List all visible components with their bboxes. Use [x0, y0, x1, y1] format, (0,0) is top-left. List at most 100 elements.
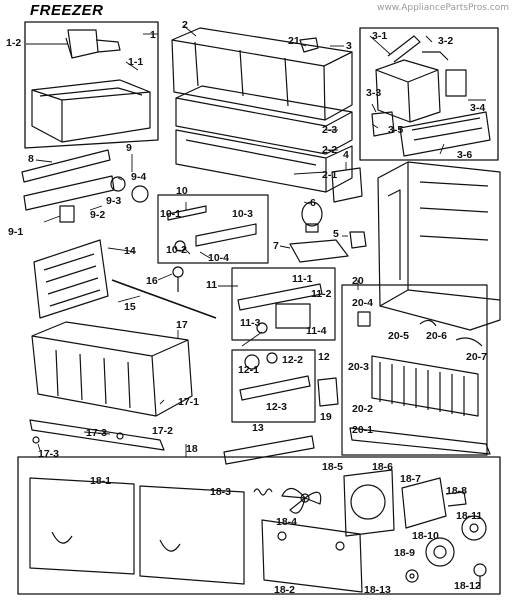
part-label[interactable]: 10	[176, 185, 188, 197]
part-label[interactable]: 9	[126, 142, 132, 154]
fan-motor-group-box	[17, 456, 501, 595]
freezer-bin-group-box	[24, 21, 159, 149]
guide-group-10-box	[157, 194, 269, 264]
part-label[interactable]: 12-1	[238, 364, 260, 376]
part-label[interactable]: 10-2	[166, 244, 188, 256]
part-label[interactable]: 20-4	[352, 297, 374, 309]
part-label[interactable]: 18-10	[412, 530, 439, 542]
part-label[interactable]: 18-3	[210, 486, 232, 498]
part-label[interactable]: 18-13	[364, 584, 391, 596]
part-label[interactable]: 3-3	[366, 87, 382, 99]
part-label[interactable]: 12-2	[282, 354, 304, 366]
panel-18-1-drawing	[29, 477, 245, 585]
part-label[interactable]: 6	[310, 197, 316, 209]
part-label[interactable]: 2	[182, 19, 188, 31]
part-label[interactable]: 3-2	[438, 35, 454, 47]
cover-4-drawing	[331, 167, 363, 203]
part-label[interactable]: 12	[318, 351, 330, 363]
part-label[interactable]: 13	[252, 422, 264, 434]
part-label[interactable]: 9-3	[106, 195, 122, 207]
part-label[interactable]: 17-2	[152, 425, 174, 437]
part-label[interactable]: 10-1	[160, 208, 182, 220]
part-label[interactable]: 12-3	[266, 401, 288, 413]
guide-group-11-box	[231, 267, 336, 341]
clip-21-drawing	[299, 37, 319, 53]
evaporator-20-drawing	[349, 311, 491, 455]
part-label[interactable]: 18-9	[394, 547, 416, 559]
part-label[interactable]: 20-1	[352, 424, 374, 436]
part-label[interactable]: 1-2	[6, 37, 22, 49]
part-label[interactable]: 18-2	[274, 584, 296, 596]
switch-5-drawing	[349, 231, 367, 249]
part-label[interactable]: 18-1	[90, 475, 112, 487]
basket-14-drawing	[33, 239, 109, 319]
part-label[interactable]: 8	[28, 153, 34, 165]
shroud-18-5-drawing	[343, 469, 395, 537]
part-label[interactable]: 3-4	[470, 102, 486, 114]
rod-15-drawing	[111, 279, 217, 319]
plug-18-12-drawing	[473, 563, 487, 588]
part-label[interactable]: 20-7	[466, 351, 488, 363]
ice-maker-group-box	[359, 27, 499, 161]
part-label[interactable]: 3-6	[457, 149, 473, 161]
part-label[interactable]: 20-6	[426, 330, 448, 342]
bracket-19-drawing	[317, 377, 339, 407]
motor-18-10-drawing	[425, 537, 455, 567]
part-label[interactable]: 15	[124, 301, 136, 313]
part-label[interactable]: 3-1	[372, 30, 388, 42]
part-label[interactable]: 11-1	[292, 273, 313, 285]
screw-16-drawing	[172, 266, 184, 292]
part-label[interactable]: 5	[333, 228, 339, 240]
part-label[interactable]: 4	[343, 149, 349, 161]
part-label[interactable]: 3	[346, 40, 352, 52]
part-label[interactable]: 21	[288, 35, 300, 47]
part-label[interactable]: 18-7	[400, 473, 422, 485]
evaporator-group-box	[341, 284, 488, 456]
part-label[interactable]: 2-3	[322, 124, 338, 136]
part-label[interactable]: 16	[146, 275, 158, 287]
part-label[interactable]: 1	[150, 29, 156, 41]
part-label[interactable]: 18-12	[454, 580, 481, 592]
part-label[interactable]: 17	[176, 319, 188, 331]
part-label[interactable]: 9-2	[90, 209, 106, 221]
part-label[interactable]: 20-5	[388, 330, 410, 342]
part-label[interactable]: 10-4	[208, 252, 230, 264]
part-label[interactable]: 18-5	[322, 461, 344, 473]
part-label[interactable]: 3-5	[388, 124, 404, 136]
part-label[interactable]: 11	[206, 279, 218, 291]
part-label[interactable]: 9-1	[8, 226, 24, 238]
ice-scoop-drawing	[65, 29, 121, 59]
freezer-liner-drawing	[377, 161, 501, 331]
part-label[interactable]: 18-4	[276, 516, 298, 528]
fan-18-11-drawing	[461, 515, 487, 541]
part-label[interactable]: 1-1	[128, 56, 144, 68]
part-label[interactable]: 9-4	[131, 171, 147, 183]
part-label[interactable]: 18	[186, 443, 198, 455]
rail-11-drawing	[237, 283, 323, 334]
part-label[interactable]: 20-2	[352, 403, 374, 415]
part-label[interactable]: 14	[124, 245, 136, 257]
part-label[interactable]: 18-6	[372, 461, 394, 473]
part-label[interactable]: 19	[320, 411, 332, 423]
upper-drawer-drawing	[171, 27, 353, 193]
part-label[interactable]: 10-3	[232, 208, 254, 220]
part-label[interactable]: 11-3	[240, 317, 261, 329]
rail-9-drawing	[23, 175, 149, 223]
part-label[interactable]: 17-3	[38, 448, 60, 460]
rail-12-drawing	[239, 352, 311, 401]
cover-7-drawing	[289, 239, 349, 263]
part-label[interactable]: 20	[352, 275, 364, 287]
part-label[interactable]: 2-2	[322, 144, 338, 156]
part-label[interactable]: 18-11	[456, 510, 483, 522]
part-label[interactable]: 7	[273, 240, 279, 252]
part-label[interactable]: 17-3	[86, 427, 108, 439]
part-label[interactable]: 18-8	[446, 485, 468, 497]
part-label[interactable]: 17-1	[178, 396, 200, 408]
cover-18-2-drawing	[261, 519, 363, 593]
part-label[interactable]: 11-2	[311, 288, 332, 300]
part-label[interactable]: 11-4	[306, 325, 327, 337]
part-label[interactable]: 2-1	[322, 169, 338, 181]
part-label[interactable]: 20-3	[348, 361, 370, 373]
